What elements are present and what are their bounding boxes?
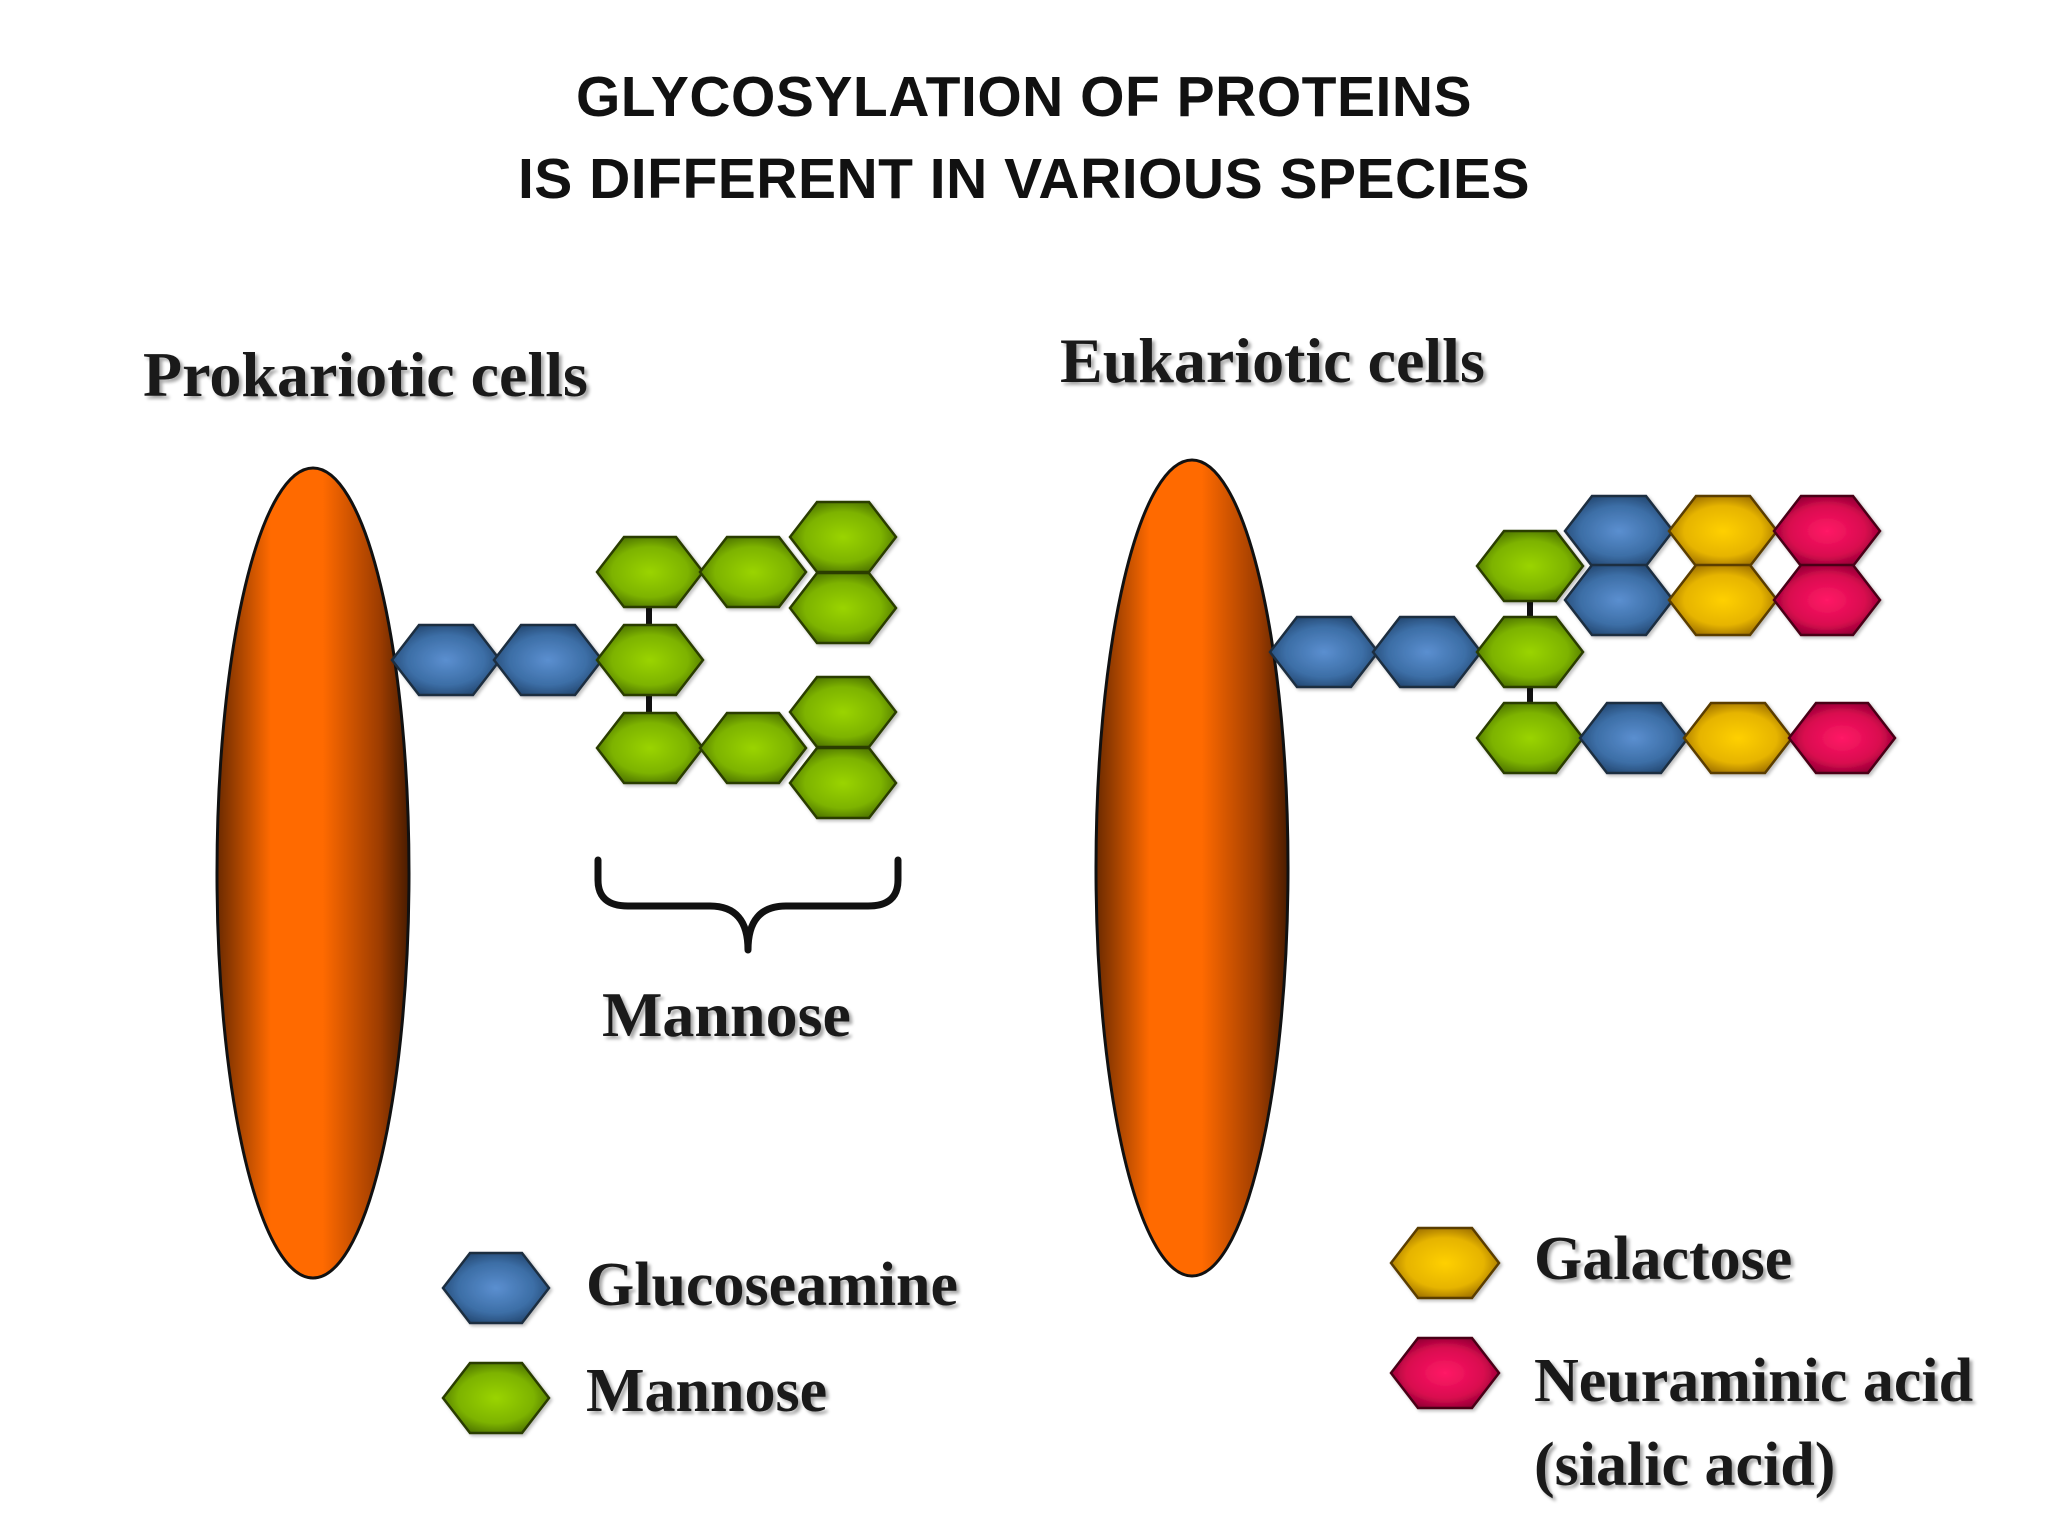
eukaryotic-label: Eukariotic cells xyxy=(1060,325,1485,396)
prokaryotic-label: Prokariotic cells xyxy=(143,339,588,410)
mannose-hexagon xyxy=(788,500,898,574)
eukaryotic-cell xyxy=(1094,458,1290,1278)
eukaryotic-structure xyxy=(1094,458,1897,1278)
legend-galactose-swatch xyxy=(1389,1226,1501,1300)
mannose-hexagon xyxy=(698,711,808,785)
mannose-hexagon xyxy=(1475,615,1585,689)
galactose-hexagon xyxy=(1667,494,1779,568)
neuraminic-acid-hexagon xyxy=(1772,563,1882,637)
prokaryotic-cell xyxy=(215,466,411,1280)
mannose-hexagon xyxy=(698,535,808,609)
glucoseamine-hexagon xyxy=(1578,701,1690,775)
brace-mannose-label: Mannose xyxy=(602,979,851,1050)
mannose-hexagon xyxy=(788,746,898,820)
mannose-hexagon xyxy=(788,571,898,645)
mannose-hexagon xyxy=(595,623,705,697)
mannose-hexagon xyxy=(1475,701,1585,775)
neuraminic-acid-hexagon xyxy=(1772,494,1882,568)
legend-mannose-swatch xyxy=(441,1361,551,1435)
eukaryotic-chain xyxy=(1268,494,1897,775)
glucoseamine-hexagon xyxy=(1563,494,1675,568)
mannose-hexagon xyxy=(788,675,898,749)
galactose-hexagon xyxy=(1682,701,1794,775)
legend-neuraminic-acid-swatch xyxy=(1389,1336,1501,1410)
mannose-hexagon xyxy=(595,711,705,785)
glucoseamine-hexagon xyxy=(1563,563,1675,637)
mannose-hexagon xyxy=(1475,529,1585,603)
mannose-hexagon xyxy=(595,535,705,609)
title-line-2: IS DIFFERENT IN VARIOUS SPECIES xyxy=(517,147,1531,211)
prokaryotic-structure xyxy=(215,466,902,1280)
neuraminic-acid-hexagon xyxy=(1787,701,1897,775)
glucoseamine-hexagon xyxy=(1268,615,1380,689)
glucoseamine-hexagon xyxy=(390,623,502,697)
legend-glucoseamine-swatch xyxy=(441,1251,551,1325)
legend-glucoseamine-label: Glucoseamine xyxy=(586,1251,958,1319)
galactose-hexagon xyxy=(1667,563,1779,637)
prokaryotic-chain xyxy=(390,500,898,820)
legend-galactose-label: Galactose xyxy=(1534,1225,1793,1293)
legend-sialic-acid-label: (sialic acid) xyxy=(1534,1431,1836,1499)
glucoseamine-hexagon xyxy=(492,623,604,697)
legend-neuraminic-acid-label: Neuraminic acid xyxy=(1534,1347,1974,1415)
legend-mannose-label: Mannose xyxy=(586,1357,828,1425)
mannose-brace xyxy=(594,856,902,954)
glucoseamine-hexagon xyxy=(1371,615,1483,689)
legend-swatches xyxy=(441,1226,1501,1435)
title-line-1: GLYCOSYLATION OF PROTEINS xyxy=(575,65,1473,129)
